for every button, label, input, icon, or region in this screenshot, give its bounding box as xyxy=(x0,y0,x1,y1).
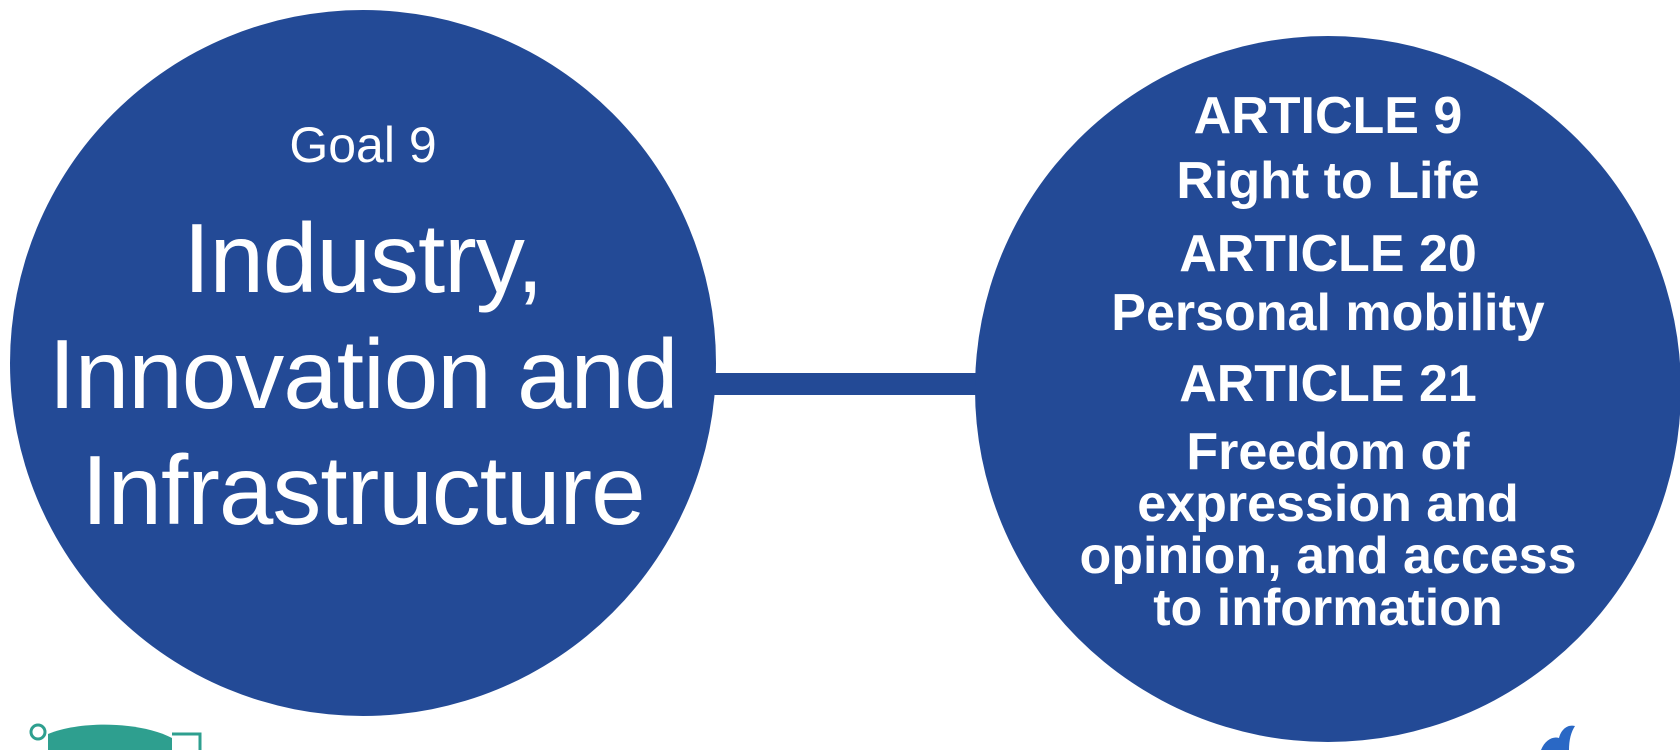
article-number: ARTICLE 21 xyxy=(1179,355,1477,413)
goal-circle: Goal 9 Industry, Innovation and Infrastr… xyxy=(10,10,716,716)
articles-list: ARTICLE 9 Right to Life ARTICLE 20 Perso… xyxy=(975,86,1680,634)
article-name: expression and xyxy=(1137,475,1519,533)
article-name: opinion, and access xyxy=(1079,527,1577,585)
goal-title-line: Infrastructure xyxy=(81,435,645,545)
article-number: ARTICLE 20 xyxy=(1179,225,1477,283)
article-name: to information xyxy=(1153,579,1503,637)
goal-title-line: Innovation and xyxy=(48,319,679,429)
article-number: ARTICLE 9 xyxy=(1193,87,1463,145)
article-name: Freedom of xyxy=(1186,423,1470,481)
articles-circle: ARTICLE 9 Right to Life ARTICLE 20 Perso… xyxy=(975,36,1680,742)
goal-title: Industry, Innovation and Infrastructure xyxy=(10,200,716,548)
goal-label: Goal 9 xyxy=(289,117,437,173)
goal-title-line: Industry, xyxy=(183,203,544,313)
organization-logo-icon xyxy=(1541,725,1575,750)
organization-logo-icon xyxy=(29,723,202,750)
article-name: Right to Life xyxy=(1176,152,1480,210)
article-name: Personal mobility xyxy=(1111,284,1545,342)
connector-line xyxy=(712,373,980,395)
